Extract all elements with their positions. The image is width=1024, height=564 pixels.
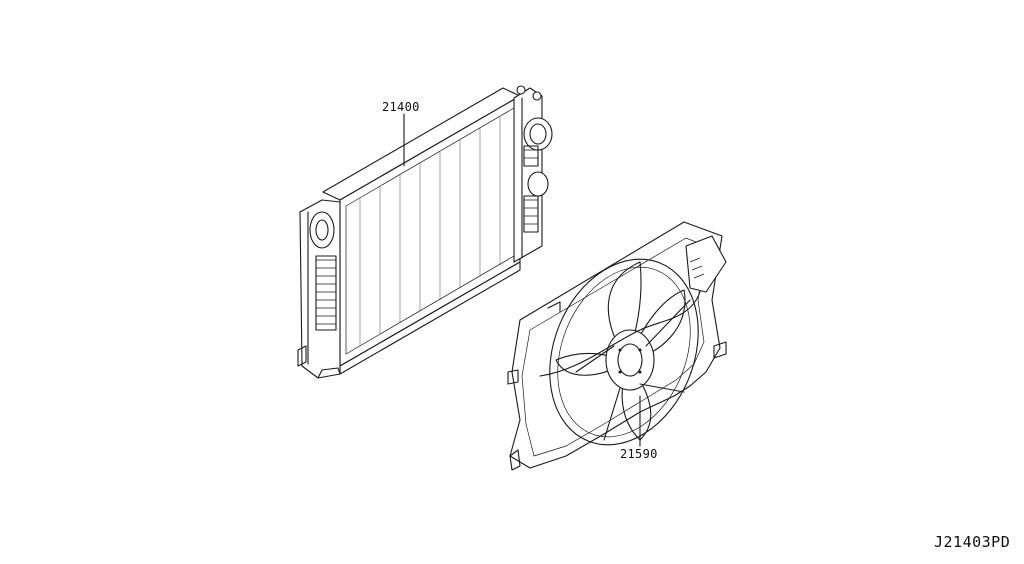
diagram-reference-code: J21403PD	[934, 533, 1011, 551]
fan-shroud-drawing	[507, 221, 727, 471]
part-number-21400: 21400	[382, 100, 420, 114]
part-number-21590: 21590	[620, 447, 658, 461]
radiator-drawing	[297, 85, 553, 379]
